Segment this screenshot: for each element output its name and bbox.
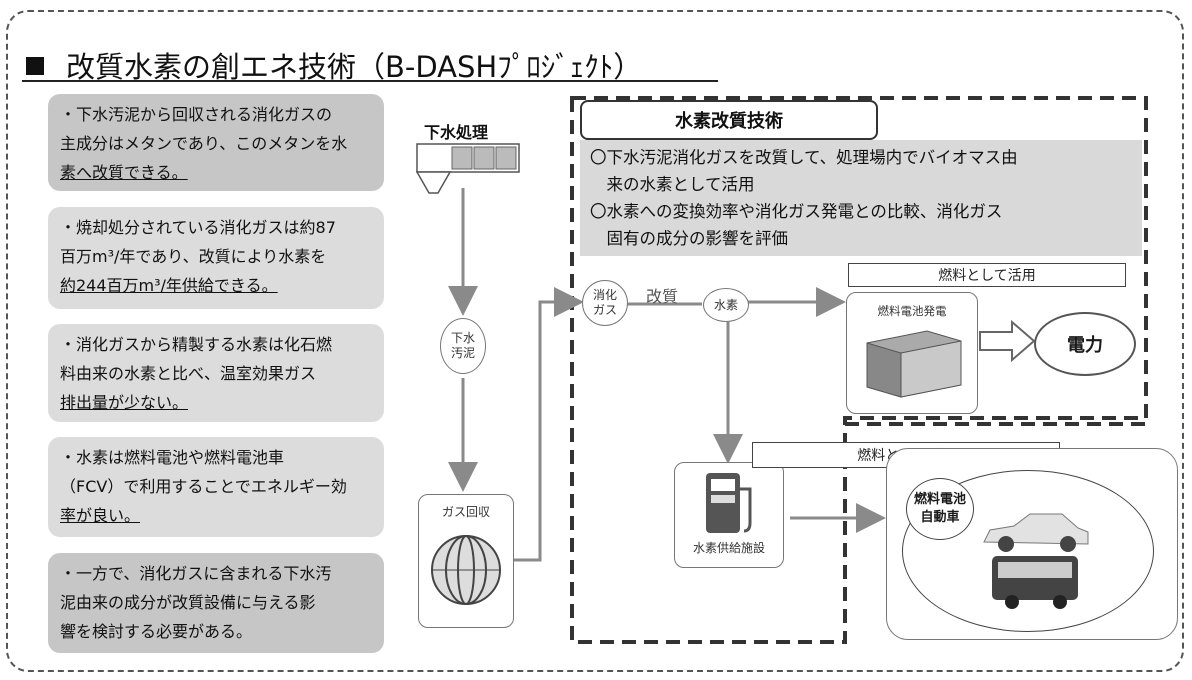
- card-line: 響を検討する必要がある。: [60, 622, 253, 641]
- info-card-ghg: ・消化ガスから精製する水素は化石燃 料由来の水素と比べ、温室効果ガス 排出量が少…: [48, 324, 384, 422]
- info-card-volume: ・焼却処分されている消化ガスは約87 百万m³/年であり、改質により水素を 約2…: [48, 207, 384, 309]
- page-title-text: 改質水素の創エネ技術（B-DASHﾌﾟﾛｼﾞｪｸﾄ）: [66, 50, 643, 84]
- digestion-gas-node: 消化 ガス: [582, 280, 628, 326]
- fuel-pump-icon: [706, 473, 752, 533]
- power-node: 電力: [1034, 312, 1136, 376]
- card-line: ・水素は燃料電池や燃料電池車: [60, 448, 285, 467]
- title-underline: [22, 80, 718, 82]
- outer-frame: [6, 10, 1184, 672]
- card-line: 約244百万m³/年供給できる。: [60, 276, 278, 295]
- car-icon: [983, 513, 1089, 552]
- card-line: ・一方で、消化ガスに含まれる下水汚: [60, 564, 332, 583]
- card-line: 排出量が少ない。: [60, 393, 189, 412]
- card-line: （FCV）で利用することでエネルギー効: [60, 477, 347, 496]
- page-title: 改質水素の創エネ技術（B-DASHﾌﾟﾛｼﾞｪｸﾄ）: [26, 44, 642, 86]
- gas-recovery-box: ガス回収: [418, 494, 514, 628]
- sludge-node: 下水 汚泥: [440, 318, 486, 374]
- card-line: 率が良い。: [60, 506, 141, 525]
- tech-point: 〇水素への変換効率や消化ガス発電との比較、消化ガス: [590, 202, 1003, 221]
- info-card-methane: ・下水汚泥から回収される消化ガスの 主成分はメタンであり、このメタンを水 素へ改…: [48, 94, 384, 191]
- card-line: ・消化ガスから精製する水素は化石燃: [60, 335, 333, 354]
- hydrogen-node: 水素: [703, 288, 749, 322]
- treatment-tank-icon: [416, 143, 520, 194]
- gas-recovery-label: ガス回収: [441, 505, 490, 519]
- fuel-use-label-1: 燃料として活用: [848, 263, 1126, 287]
- h2-station-label: 水素供給施設: [692, 541, 765, 555]
- tech-region-dashed: [570, 96, 1148, 644]
- card-line: 泥由来の成分が改質設備に与える影: [60, 593, 316, 612]
- info-card-fcv: ・水素は燃料電池や燃料電池車 （FCV）で利用することでエネルギー効 率が良い。: [48, 437, 384, 537]
- tech-point: 固有の成分の影響を評価: [590, 229, 789, 248]
- info-card-impact: ・一方で、消化ガスに含まれる下水汚 泥由来の成分が改質設備に与える影 響を検討す…: [48, 553, 384, 653]
- arrow-gas-to-digestion: [513, 287, 584, 562]
- fuel-cell-box: 燃料電池発電: [846, 292, 978, 414]
- fuel-cell-label: 燃料電池発電: [877, 304, 947, 318]
- card-line: 料由来の水素と比べ、温室効果ガス: [60, 364, 317, 383]
- square-bullet-icon: [26, 57, 44, 75]
- card-line: ・焼却処分されている消化ガスは約87: [60, 218, 336, 237]
- fcv-label: 燃料電池 自動車: [906, 478, 974, 540]
- fcv-ellipse: [902, 470, 1154, 632]
- treatment-label: 下水処理: [424, 123, 489, 142]
- tech-points: 〇下水汚泥消化ガスを改質して、処理場内でバイオマス由 来の水素として活用 〇水素…: [580, 140, 1142, 256]
- tech-point: 来の水素として活用: [590, 175, 755, 194]
- h2-station-box: 水素供給施設: [674, 462, 784, 568]
- card-line: 百万m³/年であり、改質により水素を: [60, 247, 327, 266]
- card-line: 主成分はメタンであり、このメタンを水: [60, 134, 348, 153]
- fuel-cell-unit-icon: [866, 330, 962, 398]
- tech-title: 水素改質技術: [580, 100, 878, 140]
- tech-point: 〇下水汚泥消化ガスを改質して、処理場内でバイオマス由: [590, 148, 1018, 167]
- bus-icon: [992, 556, 1078, 609]
- card-line: ・下水汚泥から回収される消化ガスの: [60, 105, 333, 124]
- arrow-fuelcell-to-power: [979, 319, 1036, 363]
- gas-holder-icon: [431, 535, 501, 605]
- reforming-label: 改質: [646, 287, 679, 306]
- card-line: 素へ改質できる。: [60, 163, 188, 182]
